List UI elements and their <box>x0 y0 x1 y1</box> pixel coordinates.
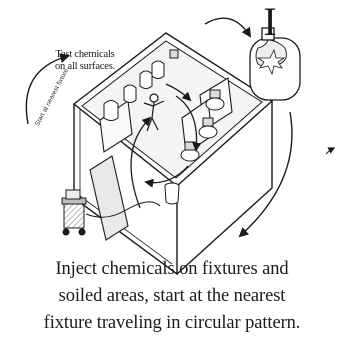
trash-can <box>165 183 179 204</box>
note-line: Test chemicals <box>38 49 132 61</box>
note-line: on all surfaces. <box>38 61 132 73</box>
step-number: I <box>258 2 282 42</box>
caption: Inject chemicals on fixtures and soiled … <box>0 256 344 337</box>
test-chemicals-note: Test chemicals on all surfaces. <box>38 49 132 73</box>
caption-line: fixture traveling in circular pattern. <box>0 310 344 337</box>
caption-line: soiled areas, start at the nearest <box>0 283 344 310</box>
caption-line: Inject chemicals on fixtures and <box>0 256 344 283</box>
